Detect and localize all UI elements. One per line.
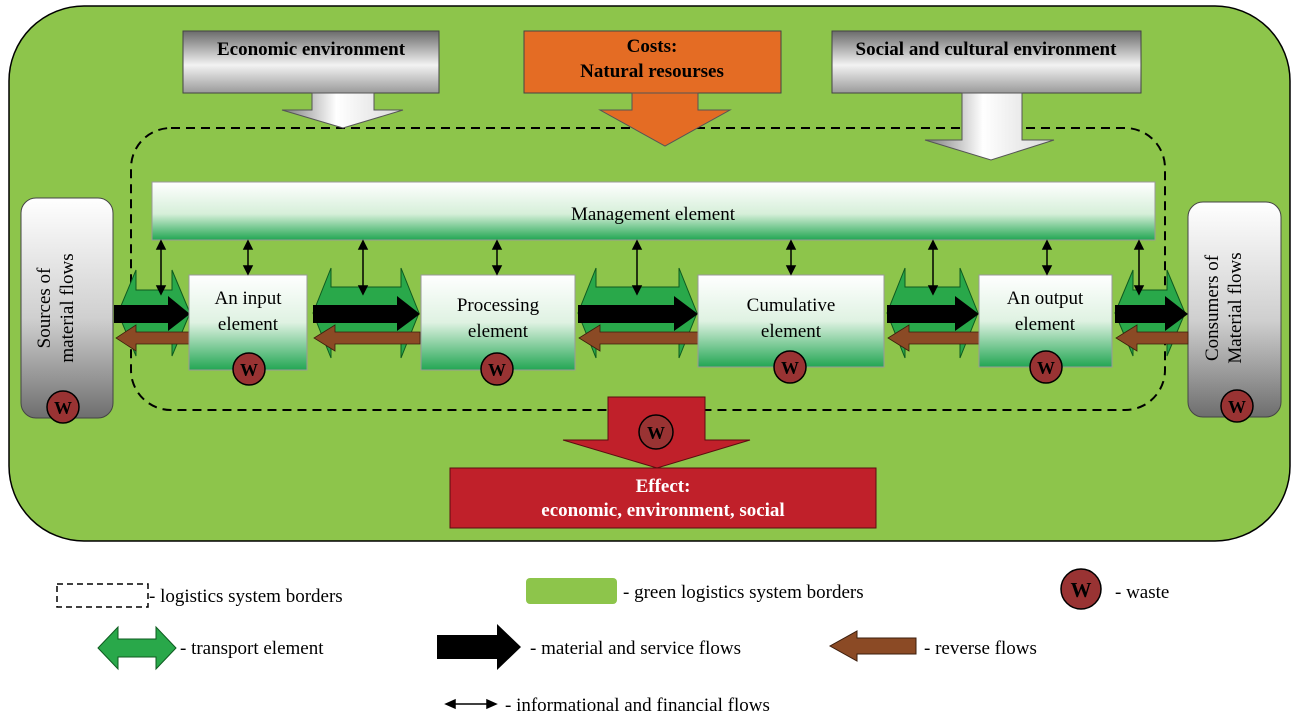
- reverse-flow-arrow: [578, 324, 699, 352]
- info-flow-arrow: [1133, 239, 1145, 296]
- waste-icon: W: [1029, 350, 1063, 384]
- material-swatch: [437, 624, 521, 670]
- waste-symbol: W: [1071, 578, 1092, 602]
- reverse-flow-arrows: [115, 324, 1189, 352]
- waste-symbol: W: [1228, 397, 1246, 417]
- cumulative-element-line1: Cumulative: [747, 295, 836, 316]
- waste-icon: W: [1220, 389, 1254, 423]
- input-element-line2: element: [218, 314, 279, 335]
- sources-label-line2: material flows: [57, 253, 78, 362]
- material-flow-arrow: [114, 296, 190, 331]
- legend-informational-label: - informational and financial flows: [505, 695, 770, 716]
- legend-logistics-borders: - logistics system borders: [56, 583, 343, 608]
- legend-informational: - informational and financial flows: [444, 695, 770, 716]
- material-flow-arrow: [887, 296, 979, 331]
- consumers-word: Consumers: [1202, 276, 1223, 362]
- consumers-of: of: [1202, 254, 1223, 271]
- legend-green-borders-label: - green logistics system borders: [623, 582, 864, 603]
- reverse-flow-arrow: [887, 324, 980, 352]
- effect-box: Effect: economic, environment, social: [449, 467, 877, 529]
- processing-element-line2: element: [468, 321, 529, 342]
- waste-symbol: W: [647, 423, 665, 443]
- waste-icon: [1060, 568, 1102, 610]
- info-flow-arrow: [785, 239, 797, 276]
- costs-title: Costs:: [627, 36, 678, 57]
- waste-symbol: W: [240, 360, 258, 380]
- legend-logistics-borders-label: - logistics system borders: [149, 586, 343, 607]
- reverse-flow-arrow: [313, 324, 421, 352]
- reverse-flow-arrow: [1115, 324, 1189, 352]
- dashed-border-swatch: [56, 583, 149, 608]
- material-flow-arrow: [1115, 296, 1188, 331]
- info-flow-arrows: [155, 239, 1145, 296]
- waste-symbol: W: [54, 398, 72, 418]
- info-flow-arrow: [631, 239, 643, 296]
- waste-icon: W: [46, 390, 80, 424]
- waste-icon: W: [480, 352, 514, 386]
- reverse-flow-arrow: [115, 324, 191, 352]
- consumers-label-line1: Consumers of: [1202, 254, 1223, 361]
- legend-material-label: - material and service flows: [530, 638, 741, 659]
- legend-reverse: - reverse flows: [828, 630, 1037, 662]
- waste-icon: W: [773, 350, 807, 384]
- legend-green-borders: - green logistics system borders: [526, 578, 864, 604]
- cumulative-element-line2: element: [761, 321, 822, 342]
- legend-transport: - transport element: [97, 625, 324, 671]
- waste-icon: W: [638, 414, 674, 450]
- effect-title: Effect:: [636, 476, 691, 497]
- sources-label-line1: Sources of: [34, 267, 55, 348]
- effect-subtitle: economic, environment, social: [541, 500, 784, 521]
- info-flow-swatch: [444, 698, 498, 710]
- info-flow-arrow: [242, 239, 254, 276]
- waste-icons: W W W W W W W: [46, 350, 1254, 450]
- management-element: Management element: [151, 181, 1156, 241]
- social-environment-label: Social and cultural environment: [856, 39, 1118, 60]
- waste-symbol: W: [781, 358, 799, 378]
- sources-box: Sources of material flows: [20, 197, 114, 419]
- material-flow-arrows: [114, 296, 1188, 331]
- reverse-swatch: [828, 630, 917, 662]
- legend-transport-label: - transport element: [180, 638, 324, 659]
- info-flow-arrow: [155, 239, 167, 296]
- info-flow-arrow: [927, 239, 939, 296]
- waste-symbol: W: [1037, 358, 1055, 378]
- info-flow-arrow: [1041, 239, 1053, 276]
- costs-box: Costs: Natural resourses: [523, 30, 782, 147]
- material-flow-arrow: [313, 296, 420, 331]
- management-element-label: Management element: [571, 204, 736, 225]
- waste-icon: W: [232, 352, 266, 386]
- consumers-box: Consumers of Material flows: [1187, 201, 1282, 418]
- info-flow-arrow: [357, 239, 369, 296]
- input-element-line1: An input: [214, 288, 282, 309]
- green-swatch: [526, 578, 617, 604]
- costs-subtitle: Natural resourses: [580, 61, 724, 82]
- transport-swatch: [97, 625, 177, 671]
- economic-environment-label: Economic environment: [217, 39, 406, 60]
- info-flow-arrow: [491, 239, 503, 276]
- output-element-line1: An output: [1007, 288, 1084, 309]
- social-environment-box: Social and cultural environment: [831, 30, 1142, 161]
- economic-environment-box: Economic environment: [182, 30, 440, 129]
- legend-waste-label: - waste: [1115, 582, 1169, 603]
- output-element-line2: element: [1015, 314, 1076, 335]
- legend-reverse-label: - reverse flows: [924, 638, 1037, 659]
- legend-waste: W - waste: [1060, 568, 1169, 610]
- legend: - logistics system borders - green logis…: [56, 568, 1169, 716]
- legend-material: - material and service flows: [437, 624, 741, 670]
- waste-symbol: W: [488, 360, 506, 380]
- consumers-label-line2: Material flows: [1225, 252, 1246, 363]
- material-flow-arrow: [578, 296, 698, 331]
- processing-element-line1: Processing: [457, 295, 540, 316]
